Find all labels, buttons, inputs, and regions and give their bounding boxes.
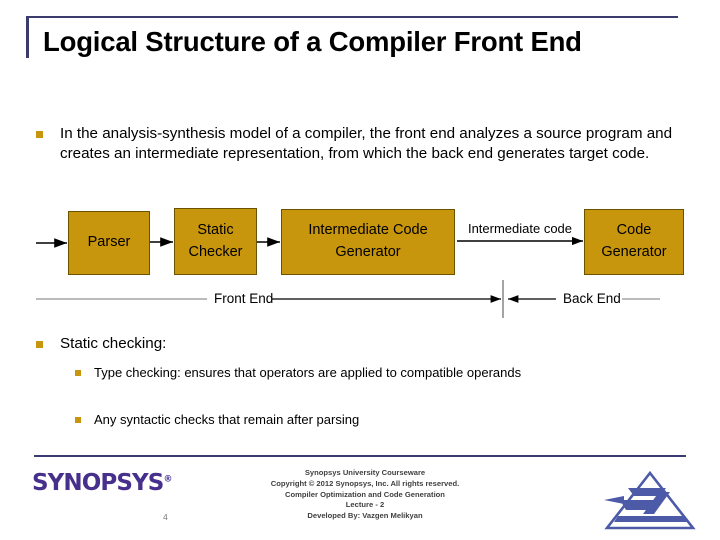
synopsys-logo: SYNOPSYS® xyxy=(32,470,172,496)
footer-line-5: Developed By: Vazgen Melikyan xyxy=(307,511,423,521)
diagram-box-parser-label: Parser xyxy=(87,234,131,251)
bullet-square-icon xyxy=(36,131,43,138)
intro-bullet-row: In the analysis-synthesis model of a com… xyxy=(36,124,696,164)
diagram-box-code-generator[interactable]: Code Generator xyxy=(584,209,684,275)
footer-divider xyxy=(34,455,686,457)
bullet-square-icon xyxy=(75,370,81,376)
diagram-box-intermediate-code-generator[interactable]: Intermediate Code Generator xyxy=(281,209,455,275)
front-end-label: Front End xyxy=(209,291,279,306)
back-end-label: Back End xyxy=(558,291,626,306)
footer-copyright-block: Synopsys University Courseware Copyright… xyxy=(230,468,500,522)
diagram-box-static-checker[interactable]: Static Checker xyxy=(174,208,257,275)
footer-line-2: Copyright © 2012 Synopsys, Inc. All righ… xyxy=(270,478,460,488)
edge-label-intermediate-code: Intermediate code xyxy=(467,221,573,236)
footer-line-4: Lecture - 2 xyxy=(345,500,385,510)
synopsys-wordmark: SYNOPSYS xyxy=(32,470,164,496)
static-checking-label: Static checking: xyxy=(60,335,167,352)
static-checking-bullet-row: Static checking: xyxy=(36,334,656,354)
title-block: Logical Structure of a Compiler Front En… xyxy=(26,16,678,58)
footer-line-3: Compiler Optimization and Code Generatio… xyxy=(285,489,445,499)
type-checking-text: Type checking: ensures that operators ar… xyxy=(94,365,522,380)
university-triangle-logo-icon xyxy=(604,470,696,530)
diagram-box-parser[interactable]: Parser xyxy=(68,211,150,275)
diagram-box-code-generator-label: Code Generator xyxy=(601,222,667,260)
bullet-square-icon xyxy=(36,341,43,348)
slide-number: 4 xyxy=(163,512,168,522)
bullet-square-icon xyxy=(75,417,81,423)
page-title: Logical Structure of a Compiler Front En… xyxy=(43,26,582,57)
type-checking-bullet-row: Type checking: ensures that operators ar… xyxy=(75,364,665,381)
diagram-box-static-checker-label: Static Checker xyxy=(188,221,243,260)
registered-mark-icon: ® xyxy=(163,474,172,485)
syntactic-checks-bullet-row: Any syntactic checks that remain after p… xyxy=(75,411,665,428)
diagram-box-intermediate-code-generator-label: Intermediate Code Generator xyxy=(308,222,428,260)
footer-line-1: Synopsys University Courseware xyxy=(304,468,426,477)
intro-bullet-text: In the analysis-synthesis model of a com… xyxy=(60,125,673,163)
syntactic-checks-text: Any syntactic checks that remain after p… xyxy=(94,412,360,427)
